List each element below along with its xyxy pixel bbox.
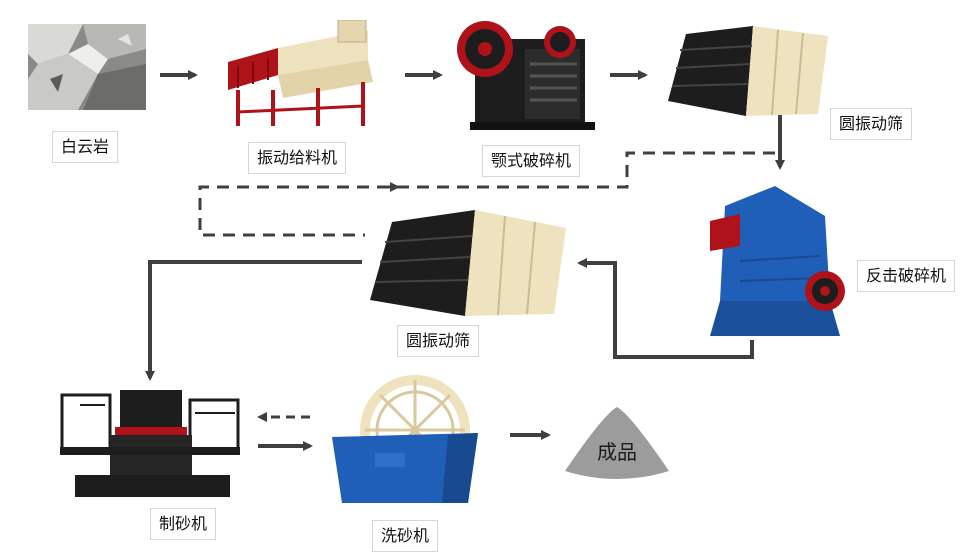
finished-product-label: 成品 — [597, 440, 637, 464]
vibrating-screen-1-image — [668, 26, 828, 116]
jaw-crusher-image — [457, 21, 595, 130]
sand-maker-image — [60, 390, 240, 497]
sand-washer-image — [332, 375, 478, 503]
label-sand-maker: 制砂机 — [150, 508, 217, 540]
dashed-return-loop — [198, 151, 775, 237]
label-vibrating-feeder: 振动给料机 — [248, 142, 347, 174]
label-sand-washer: 洗砂机 — [372, 520, 439, 552]
label-dolomite: 白云岩 — [52, 131, 119, 163]
label-jaw-crusher: 颚式破碎机 — [482, 145, 581, 177]
vibrating-feeder-image — [228, 20, 373, 126]
arrow-screen2-to-sandmaker — [145, 260, 362, 381]
impact-crusher-image — [710, 186, 845, 336]
dolomite-rock-image — [28, 24, 146, 110]
label-vibrating-screen-2: 圆振动筛 — [397, 325, 480, 357]
arrow-impact-to-screen2 — [577, 258, 754, 359]
finished-product-pile — [565, 407, 669, 479]
vibrating-screen-2-image — [370, 210, 566, 316]
label-vibrating-screen-1: 圆振动筛 — [830, 108, 913, 140]
label-impact-crusher: 反击破碎机 — [857, 260, 956, 292]
